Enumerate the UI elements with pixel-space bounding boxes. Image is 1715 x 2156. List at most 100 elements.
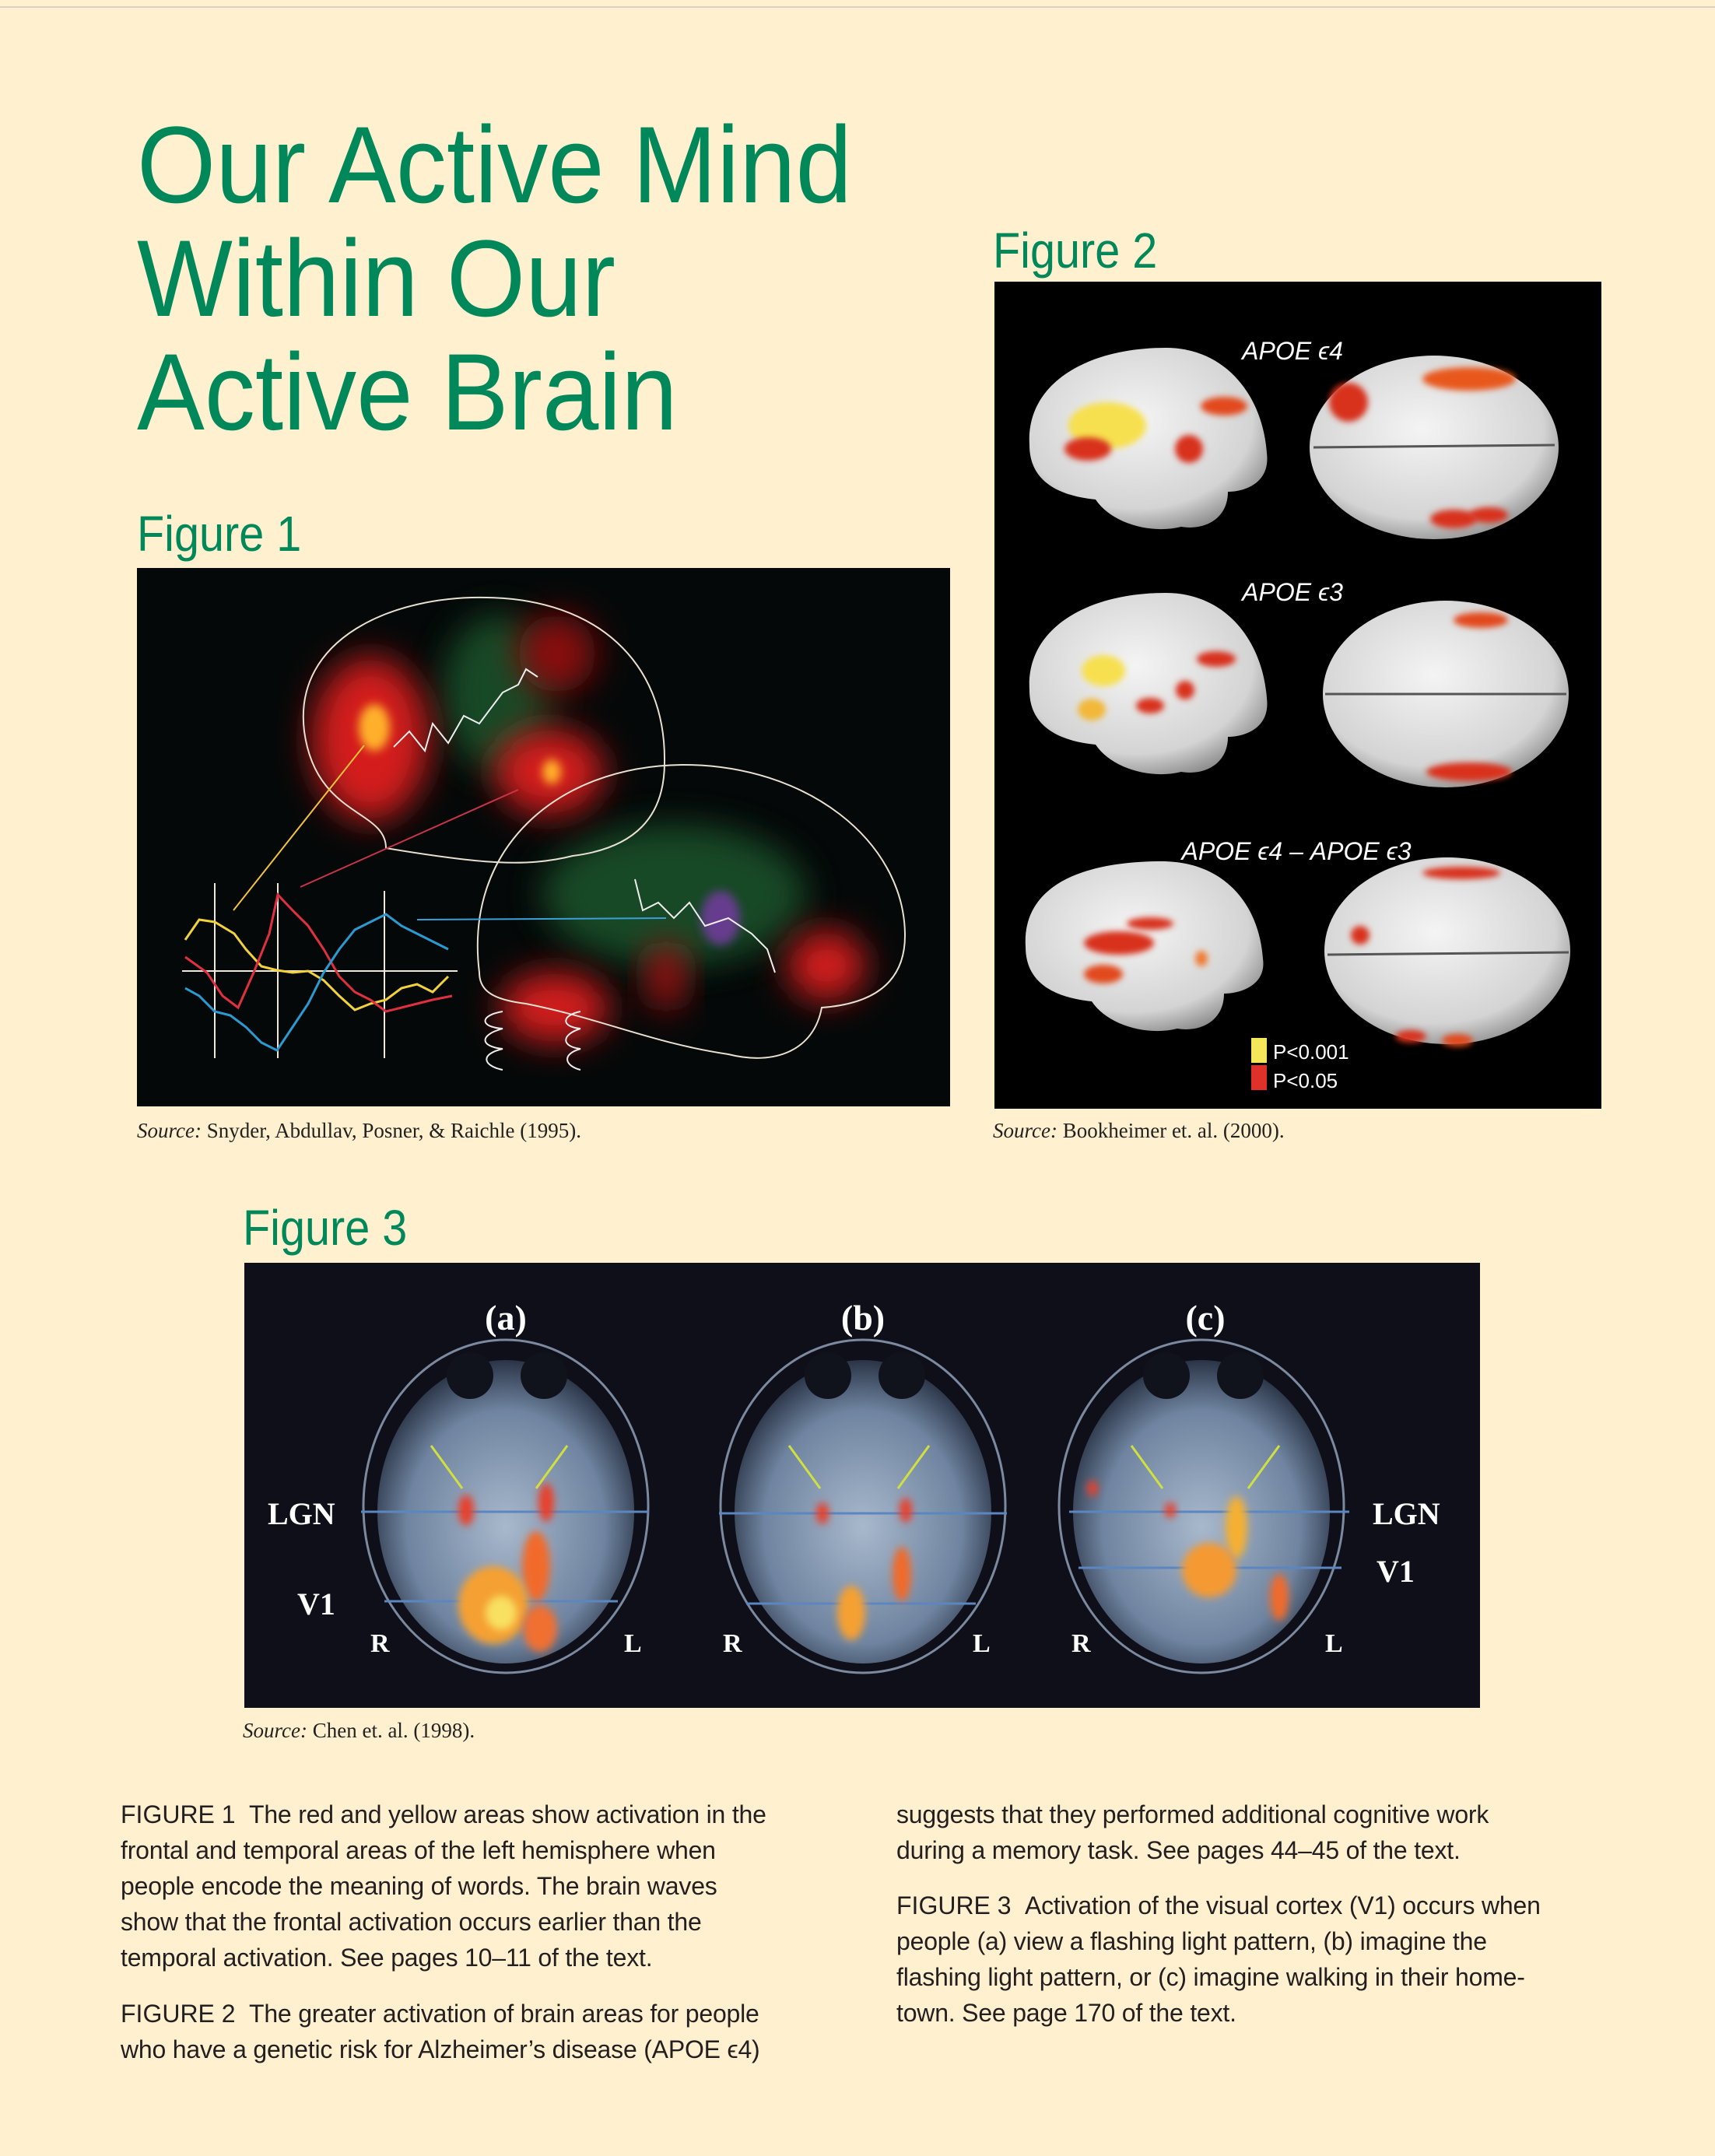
right-label-a: R — [370, 1629, 390, 1658]
panel-label-c: (c) — [1185, 1298, 1225, 1337]
caption-line: temporal activation. See pages 10–11 of … — [121, 1944, 653, 1972]
red-activation — [1175, 435, 1203, 463]
brain-row-apoe-e3 — [1029, 593, 1569, 787]
purple-activation — [701, 891, 740, 945]
yellow-activation — [359, 704, 390, 751]
figure2-label: Figure 2 — [993, 223, 1158, 279]
caption-line: town. See page 170 of the text. — [896, 1999, 1236, 2027]
source-prefix: Source: — [243, 1719, 307, 1742]
right-label-c: R — [1071, 1629, 1091, 1658]
caption-line: people encode the meaning of words. The … — [121, 1872, 717, 1900]
lgn-label-right: LGN — [1373, 1496, 1440, 1531]
source-prefix: Source: — [993, 1119, 1057, 1142]
caption-line: show that the frontal activation occurs … — [121, 1908, 702, 1936]
page-top-rule — [0, 6, 1715, 8]
row-label-apoe-difference: APOE ϵ4 – APOE ϵ3 — [1180, 837, 1411, 865]
caption-text: Activation of the visual cortex (V1) occ… — [1024, 1891, 1541, 1919]
legend-label-p001: P<0.001 — [1273, 1040, 1349, 1064]
title-line-1: Our Active Mind — [137, 103, 852, 226]
caption-label: FIGURE 2 — [121, 2000, 236, 2028]
red-activation — [1195, 951, 1208, 966]
figure2-image: APOE ϵ4 APOE ϵ3 APOE ϵ4 – APOE ϵ3 P<0.00… — [994, 282, 1601, 1109]
source-prefix: Source: — [137, 1119, 202, 1142]
source-citation: Chen et. al. (1998). — [307, 1719, 475, 1742]
yellow-arrow — [233, 745, 365, 911]
figure1-source: Source: Snyder, Abdullav, Posner, & Raic… — [137, 1119, 581, 1143]
v1-label-right: V1 — [1377, 1554, 1415, 1589]
figure1-label: Figure 1 — [137, 506, 302, 562]
figure3-image: (a) (b) (c) LGN V1 LGN V1 R L R L R L — [244, 1263, 1480, 1708]
green-activation — [542, 825, 806, 965]
red-activation — [500, 973, 609, 1043]
title-line-3: Active Brain — [137, 331, 678, 453]
lateral-brain — [1029, 348, 1268, 530]
mri-slice-c — [1057, 1338, 1349, 1674]
red-activation — [1064, 437, 1111, 461]
top-brain — [1324, 857, 1570, 1044]
blue-wave — [184, 913, 449, 1052]
row-label-apoe-e4: APOE ϵ4 — [1240, 337, 1343, 365]
panel-label-b: (b) — [841, 1298, 885, 1337]
lgn-label-left: LGN — [268, 1496, 335, 1531]
left-label-c: L — [1325, 1629, 1343, 1658]
significance-legend: P<0.001 P<0.05 — [1251, 1038, 1349, 1092]
brain-row-apoe-e4 — [1029, 348, 1559, 539]
caption-text: The red and yellow areas show activation… — [248, 1800, 766, 1828]
right-label-b: R — [723, 1629, 742, 1658]
red-activation — [1422, 867, 1500, 879]
caption-label: FIGURE 1 — [121, 1800, 236, 1828]
red-activation — [1197, 651, 1236, 667]
red-activation — [1395, 1030, 1426, 1043]
yellow-activation — [1082, 655, 1125, 686]
yellow-wave — [184, 918, 450, 1011]
red-activation — [1084, 965, 1123, 983]
sulcus-line — [634, 878, 776, 973]
legend-swatch-yellow — [1251, 1038, 1267, 1063]
red-wave — [184, 892, 453, 1013]
panel-label-a: (a) — [485, 1298, 527, 1337]
blue-arrow — [416, 917, 667, 920]
midline — [1313, 443, 1555, 449]
caption-line: FIGURE 1 The red and yellow areas show a… — [121, 1802, 766, 1827]
caption-line: FIGURE 3 Activation of the visual cortex… — [896, 1893, 1541, 1918]
figure2-brain-renders: APOE ϵ4 APOE ϵ3 APOE ϵ4 – APOE ϵ3 P<0.00… — [1025, 337, 1570, 1092]
figure3-label: Figure 3 — [243, 1200, 408, 1256]
caption-text: The greater activation of brain areas fo… — [248, 2000, 759, 2028]
red-activation — [1454, 612, 1508, 628]
figure1-image — [137, 568, 950, 1106]
red-activation — [1430, 510, 1477, 528]
red-activation — [647, 941, 686, 1011]
caption-line: frontal and temporal areas of the left h… — [121, 1836, 716, 1864]
legend-label-p05: P<0.05 — [1273, 1069, 1338, 1092]
figure3-mri-slices: (a) (b) (c) LGN V1 LGN V1 R L R L R L — [268, 1298, 1440, 1674]
red-activation — [1426, 762, 1512, 781]
midline — [1327, 951, 1569, 956]
red-activation — [1422, 367, 1516, 391]
caption-line: who have a genetic risk for Alzheimer’s … — [121, 2035, 760, 2063]
red-activation — [1469, 507, 1508, 523]
head-outline-1 — [302, 596, 666, 864]
source-citation: Bookheimer et. al. (2000). — [1057, 1119, 1285, 1142]
red-activation — [1176, 681, 1194, 699]
caption-line: during a memory task. See pages 44–45 of… — [896, 1836, 1461, 1864]
ear-coil — [484, 1011, 503, 1071]
red-activation — [1136, 698, 1164, 713]
left-label-a: L — [624, 1629, 642, 1658]
red-activation — [787, 931, 865, 1001]
red-activation — [1442, 1034, 1473, 1046]
caption-line: people (a) view a flashing light pattern… — [896, 1927, 1487, 1955]
red-arrow — [300, 789, 519, 888]
brain-row-apoe-difference — [1025, 857, 1570, 1046]
red-activation — [518, 615, 596, 692]
yellow-activation — [542, 759, 561, 784]
red-activation — [1084, 931, 1154, 955]
ear-coil — [565, 1011, 581, 1071]
mri-slice-a — [361, 1338, 650, 1674]
figure1-brain-waves-illustration — [182, 596, 907, 1071]
red-activation — [1329, 383, 1368, 422]
red-activation — [1201, 397, 1247, 415]
caption-line: suggests that they performed additional … — [896, 1800, 1489, 1828]
figure3-source: Source: Chen et. al. (1998). — [243, 1719, 475, 1743]
sulcus-line — [393, 668, 538, 753]
v1-label-left: V1 — [297, 1586, 335, 1621]
